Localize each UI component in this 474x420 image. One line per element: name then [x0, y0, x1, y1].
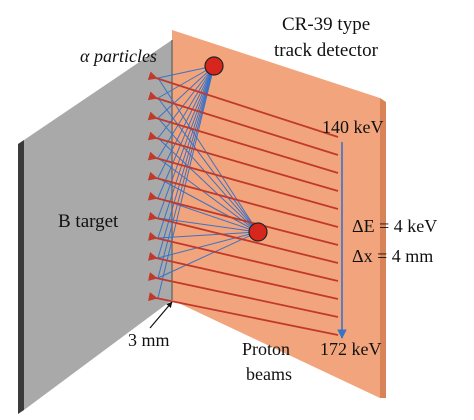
energy-top-label: 140 keV — [322, 117, 384, 137]
detector-side — [380, 98, 386, 398]
alpha-track-mid-8 — [157, 217, 259, 233]
target-left-edge — [18, 140, 24, 414]
alpha-track-mid-3 — [157, 117, 259, 233]
detector-plate — [172, 30, 380, 398]
alpha-track-top-11 — [157, 65, 215, 279]
target-label: B target — [58, 211, 119, 232]
alpha-track-mid-2 — [157, 97, 259, 233]
alpha-track-top-2 — [157, 65, 215, 99]
gap-leader-line — [149, 301, 173, 329]
proton-beam-3 — [147, 111, 339, 174]
alpha-track-top-7 — [157, 65, 215, 199]
alpha-track-top-4 — [157, 65, 215, 139]
alpha-particles-label: α particles — [80, 46, 157, 66]
proton-beam-2 — [147, 91, 339, 156]
proton-beam-6 — [147, 171, 339, 228]
detector-label-line2: track detector — [274, 40, 379, 61]
proton-beams-label-line1: Proton — [242, 339, 290, 359]
proton-beam-1 — [147, 71, 339, 138]
track-spot-top — [204, 56, 224, 76]
proton-beam-4 — [147, 131, 339, 192]
proton-beam-group — [147, 71, 339, 336]
energy-bottom-label: 172 keV — [320, 339, 382, 359]
detector-label-line1: CR-39 type — [282, 14, 370, 35]
proton-beam-8 — [147, 211, 339, 264]
delta-x-label: Δx = 4 mm — [352, 246, 433, 266]
track-spot-middle — [248, 222, 268, 242]
proton-beam-9 — [147, 231, 339, 282]
proton-beam-11 — [148, 272, 339, 318]
proton-beam-5 — [147, 151, 339, 210]
alpha-track-top-3 — [157, 65, 215, 119]
alpha-track-top-10 — [157, 65, 215, 259]
proton-beam-7 — [147, 191, 339, 246]
proton-beam-10 — [147, 252, 339, 300]
alpha-track-mid-4 — [157, 137, 259, 233]
delta-e-label: ΔE = 4 keV — [352, 216, 437, 236]
alpha-track-mid-10 — [157, 231, 259, 259]
alpha-track-mid-9 — [157, 231, 259, 239]
gap-label: 3 mm — [128, 330, 170, 350]
proton-beams-label-line2: beams — [246, 364, 292, 384]
alpha-track-top-8 — [157, 65, 215, 219]
alpha-track-top-5 — [157, 65, 215, 159]
alpha-track-top-12 — [157, 65, 215, 299]
target-plate — [24, 40, 172, 410]
proton-beam-12 — [148, 292, 339, 336]
alpha-track-top-6 — [157, 65, 215, 179]
